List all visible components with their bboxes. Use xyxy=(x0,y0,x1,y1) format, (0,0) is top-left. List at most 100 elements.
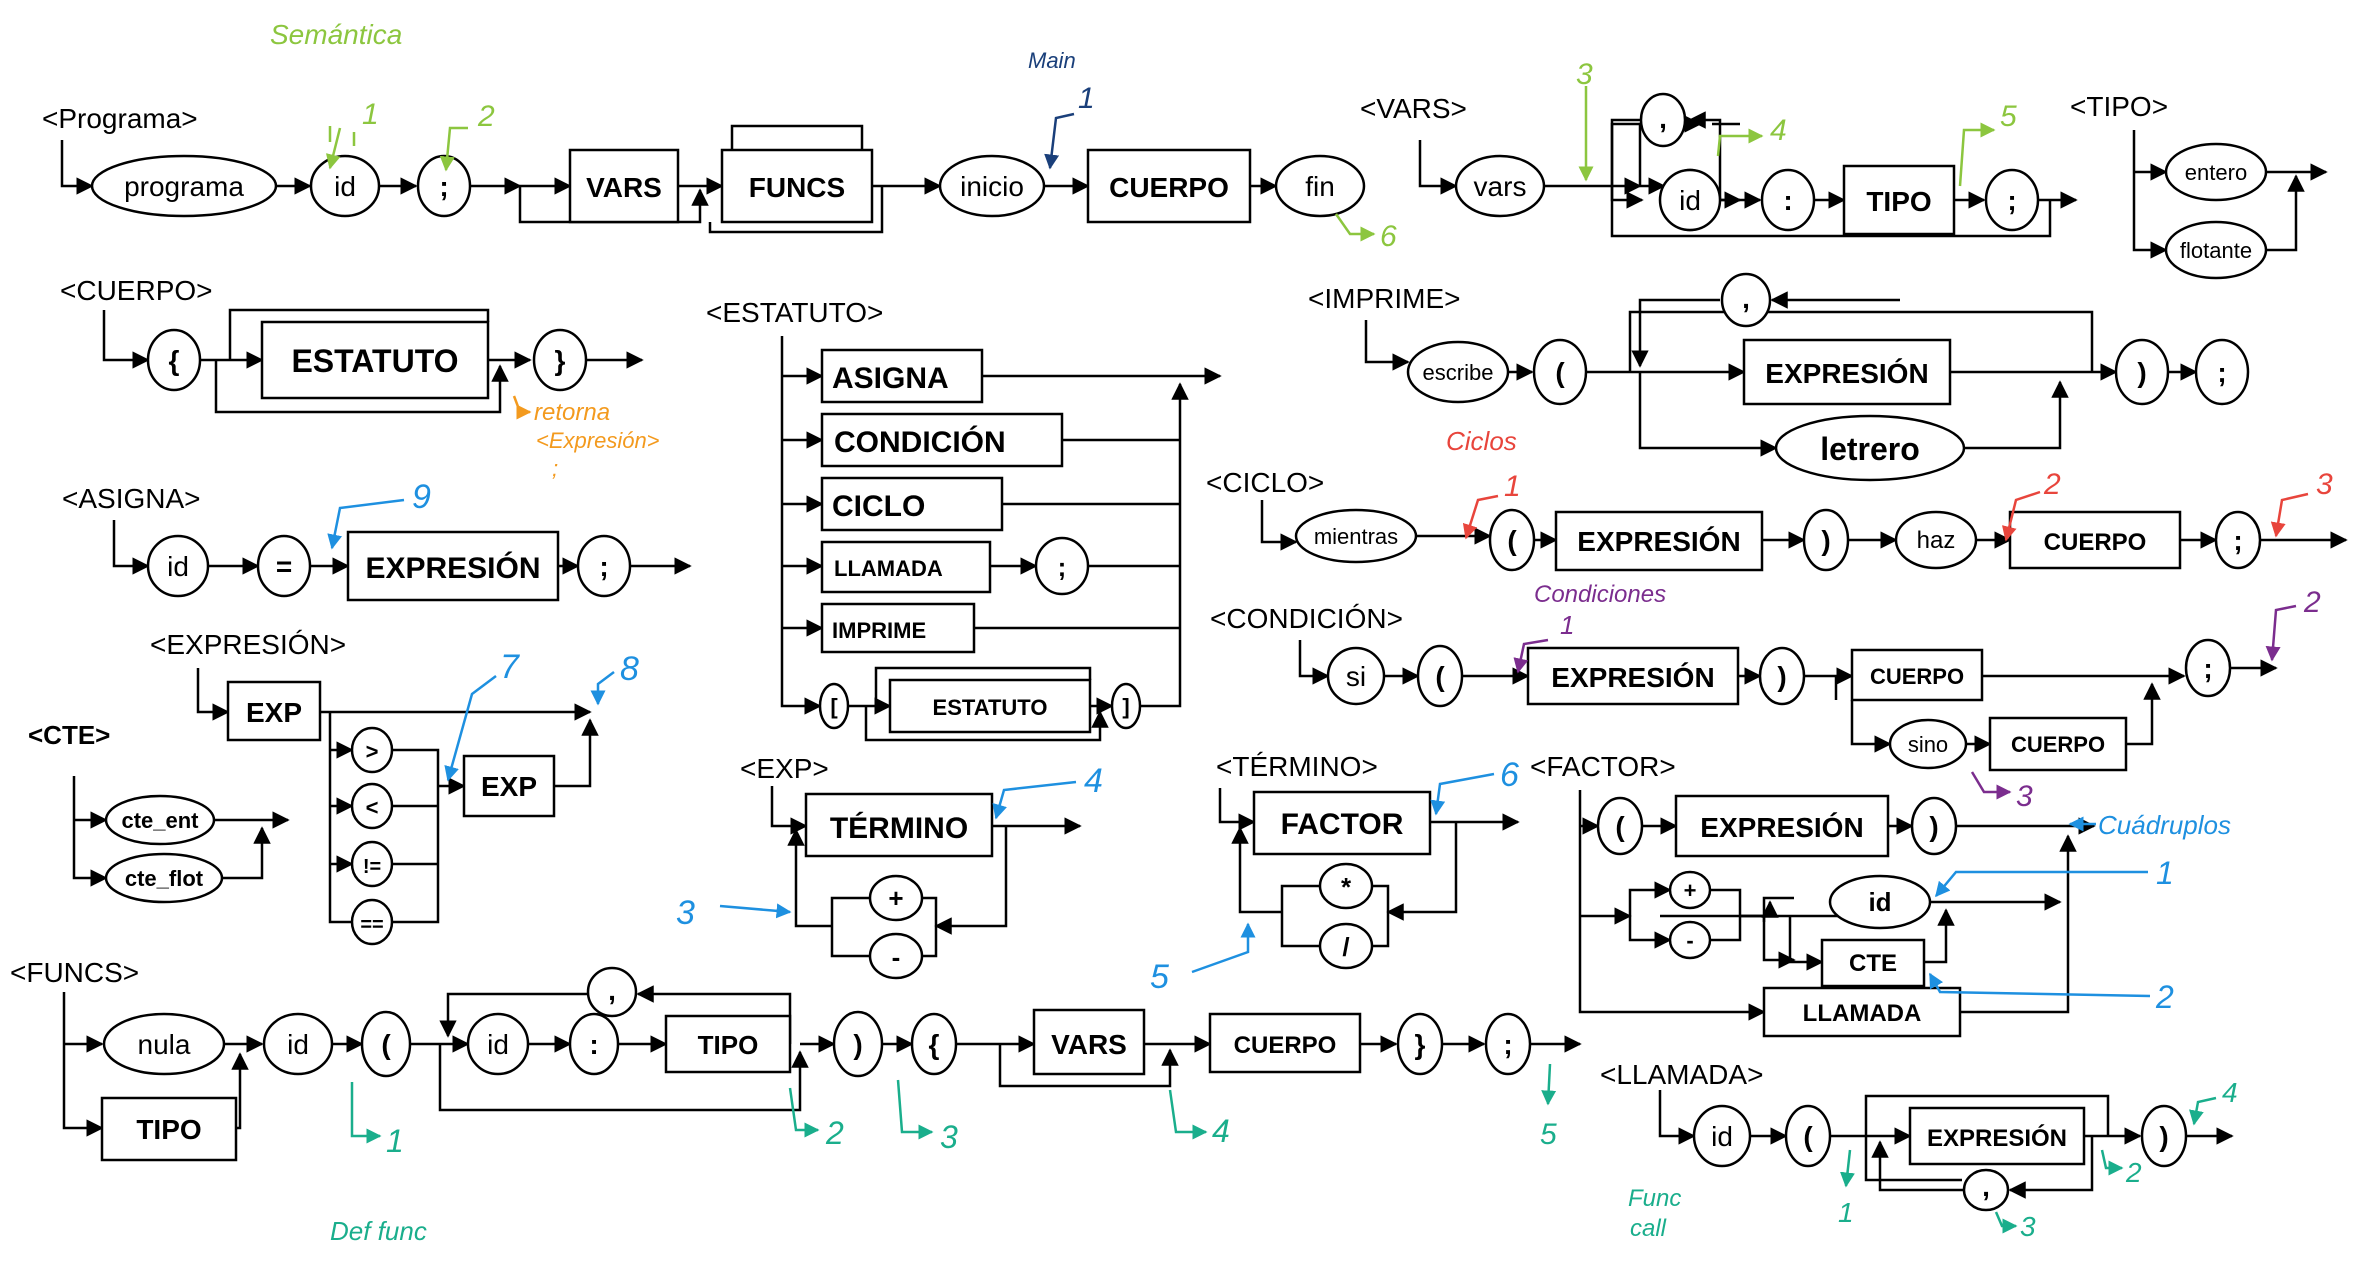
token-semicolon: ; xyxy=(599,551,608,582)
token-lbracket: [ xyxy=(830,694,838,719)
rule-cuerpo xyxy=(102,308,644,414)
box-llamada: LLAMADA xyxy=(1803,1000,1922,1027)
rule-condicion xyxy=(1298,638,2278,772)
token-comma: , xyxy=(608,975,616,1006)
box-ciclo: CICLO xyxy=(832,490,925,523)
annotation-main-n1: 1 xyxy=(1078,82,1095,115)
rule-label-exp: <EXP> xyxy=(740,753,829,784)
box-condicion: CONDICIÓN xyxy=(834,425,1006,459)
token-colon: : xyxy=(1783,185,1792,216)
token-nula: nula xyxy=(138,1029,191,1060)
rule-label-programa: <Programa> xyxy=(42,103,198,134)
annotation-exp-n4: 4 xyxy=(1084,762,1103,800)
box-expresion: EXPRESIÓN xyxy=(365,551,540,585)
token-vars: vars xyxy=(1474,171,1527,202)
annotation-n4: 4 xyxy=(1770,114,1787,147)
annotation-def-func: Def func xyxy=(330,1216,427,1246)
rule-label-factor: <FACTOR> xyxy=(1530,751,1676,782)
rule-termino xyxy=(1218,788,1520,970)
token-minus: - xyxy=(892,942,901,972)
annotation-semantica: Semántica xyxy=(270,19,402,50)
token-lbrace: { xyxy=(929,1029,940,1060)
token-plus: + xyxy=(888,883,903,913)
box-tipo: TIPO xyxy=(698,1030,759,1060)
token-rparen: ) xyxy=(2137,357,2146,388)
annotation-func-n1: 1 xyxy=(386,1123,404,1159)
token-letrero: letrero xyxy=(1820,431,1920,467)
token-semicolon: ; xyxy=(2233,525,2242,556)
token-lparen: ( xyxy=(1555,357,1565,388)
annotation-retorna: retorna xyxy=(534,399,610,426)
box-vars: VARS xyxy=(586,172,662,203)
annotation-func-n3: 3 xyxy=(940,1119,958,1155)
token-id: id xyxy=(1868,887,1891,917)
box-cuerpo: CUERPO xyxy=(2044,529,2147,556)
token-id: id xyxy=(167,551,189,582)
token-semicolon: ; xyxy=(2203,653,2212,684)
box-expresion: EXPRESIÓN xyxy=(1765,358,1928,389)
annotation-n9: 9 xyxy=(412,478,431,516)
annotation-factor-n1: 1 xyxy=(2156,855,2174,891)
token-cte-flot: cte_flot xyxy=(125,866,204,891)
annotation-cond-n2: 2 xyxy=(2303,586,2321,619)
token-ne: != xyxy=(363,856,381,878)
handwritten-annotations: Semántica 1 2 6 3 4 5 Main 1 retorna <Ex… xyxy=(270,19,2333,1246)
token-times: * xyxy=(1341,872,1352,902)
token-equals: = xyxy=(276,551,292,582)
token-eq: == xyxy=(360,914,383,936)
rule-label-llamada: <LLAMADA> xyxy=(1600,1059,1763,1090)
annotation-cuadruplos: Cuádruplos xyxy=(2098,810,2231,840)
box-asigna: ASIGNA xyxy=(832,362,949,395)
rule-vars-tail xyxy=(1658,164,2078,236)
token-rparen: ) xyxy=(2159,1121,2168,1152)
annotation-func-n2: 2 xyxy=(825,1115,844,1151)
rule-factor xyxy=(1578,790,2096,1038)
token-lparen: ( xyxy=(1803,1121,1813,1152)
token-rbracket: ] xyxy=(1122,694,1129,719)
token-gt: > xyxy=(366,739,379,764)
box-tipo: TIPO xyxy=(1866,186,1931,217)
rule-estatuto xyxy=(780,336,1222,742)
token-lparen: ( xyxy=(1507,525,1517,556)
token-id: id xyxy=(1711,1121,1733,1152)
token-fin: fin xyxy=(1305,171,1335,202)
token-flotante: flotante xyxy=(2180,238,2252,263)
rule-label-imprime: <IMPRIME> xyxy=(1308,283,1460,314)
annotation-n3: 3 xyxy=(1576,58,1593,91)
box-exp: EXP xyxy=(481,771,537,802)
token-escribe: escribe xyxy=(1423,360,1494,385)
annotation-factor-n2: 2 xyxy=(2155,979,2174,1015)
annotation-n1: 1 xyxy=(362,98,379,131)
box-cte: CTE xyxy=(1849,950,1897,977)
box-cuerpo: CUERPO xyxy=(1870,664,1964,689)
box-factor: FACTOR xyxy=(1281,808,1404,841)
box-estatuto: ESTATUTO xyxy=(291,343,458,379)
annotation-func-call: Func xyxy=(1628,1185,1681,1212)
annotation-cond-n3: 3 xyxy=(2016,780,2033,813)
rule-funcs xyxy=(62,966,1582,1162)
rule-label-vars: <VARS> xyxy=(1360,93,1467,124)
rule-label-termino: <TÉRMINO> xyxy=(1216,751,1378,782)
token-rparen: ) xyxy=(1777,661,1786,692)
rule-label-cuerpo: <CUERPO> xyxy=(60,275,213,306)
rule-label-tipo: <TIPO> xyxy=(2070,91,2168,122)
box-llamada: LLAMADA xyxy=(834,556,943,581)
box-funcs: FUNCS xyxy=(749,172,845,203)
token-cte-ent: cte_ent xyxy=(121,808,199,833)
box-vars: VARS xyxy=(1051,1029,1127,1060)
token-id: id xyxy=(287,1029,309,1060)
box-expresion: EXPRESIÓN xyxy=(1551,662,1714,693)
rule-cte xyxy=(72,776,290,904)
token-lparen: ( xyxy=(1615,811,1625,842)
token-lbrace: { xyxy=(169,345,180,376)
rule-asigna xyxy=(112,520,692,602)
token-rparen: ) xyxy=(853,1029,862,1060)
token-lparen: ( xyxy=(381,1029,391,1060)
token-colon: : xyxy=(589,1029,598,1060)
rule-label-cte: <CTE> xyxy=(28,720,110,750)
annotation-ciclo-n1: 1 xyxy=(1504,470,1521,503)
token-comma: , xyxy=(1982,1171,1990,1202)
rule-imprime xyxy=(1364,272,2250,482)
annotation-call-n4: 4 xyxy=(2222,1077,2238,1108)
